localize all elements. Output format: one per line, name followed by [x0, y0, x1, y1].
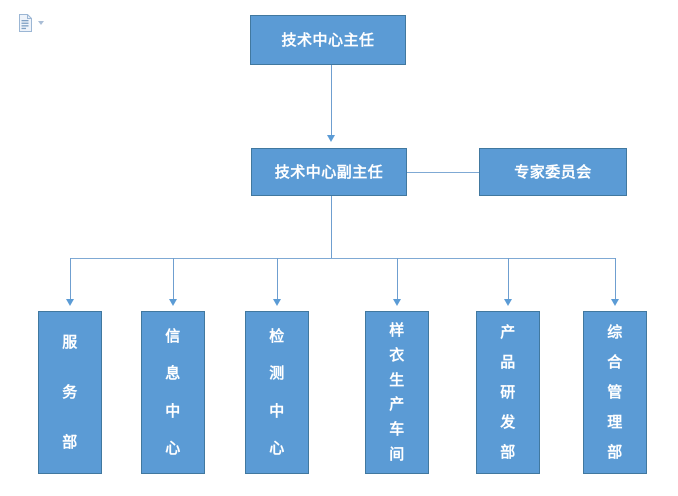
connector-arrow-5 [504, 299, 512, 306]
connector-drop-4 [397, 258, 398, 301]
node-department-6[interactable]: 综合管理部 [583, 311, 647, 474]
connector-deputy-bus-line [331, 196, 332, 259]
document-paste-icon [18, 14, 33, 32]
connector-director-deputy-line [331, 65, 332, 137]
node-department-2-label: 信息中心 [165, 327, 181, 457]
connector-drop-5 [508, 258, 509, 301]
connector-arrow-4 [393, 299, 401, 306]
node-department-1[interactable]: 服务部 [38, 311, 102, 474]
node-department-4[interactable]: 样衣生产车间 [365, 311, 429, 474]
node-department-3[interactable]: 检测中心 [245, 311, 309, 474]
node-department-5-label: 产品研发部 [500, 323, 516, 461]
connector-arrow-2 [169, 299, 177, 306]
node-department-3-label: 检测中心 [269, 327, 285, 457]
connector-arrow-6 [611, 299, 619, 306]
node-department-1-label: 服务部 [62, 333, 78, 451]
node-department-5[interactable]: 产品研发部 [476, 311, 540, 474]
connector-director-deputy-arrow [327, 135, 335, 142]
chevron-down-icon[interactable] [38, 21, 44, 25]
connector-drop-3 [277, 258, 278, 301]
paste-options-control[interactable] [18, 12, 58, 34]
node-department-4-label: 样衣生产车间 [389, 320, 405, 464]
connector-drop-2 [173, 258, 174, 301]
node-deputy-director[interactable]: 技术中心副主任 [251, 148, 407, 196]
node-director[interactable]: 技术中心主任 [250, 15, 406, 65]
connector-bus-horizontal [70, 258, 615, 259]
connector-drop-6 [615, 258, 616, 301]
connector-arrow-3 [273, 299, 281, 306]
node-expert-committee[interactable]: 专家委员会 [479, 148, 627, 196]
connector-drop-1 [70, 258, 71, 301]
node-department-6-label: 综合管理部 [607, 323, 623, 461]
connector-deputy-expert-line [407, 172, 479, 173]
node-department-2[interactable]: 信息中心 [141, 311, 205, 474]
connector-arrow-1 [66, 299, 74, 306]
